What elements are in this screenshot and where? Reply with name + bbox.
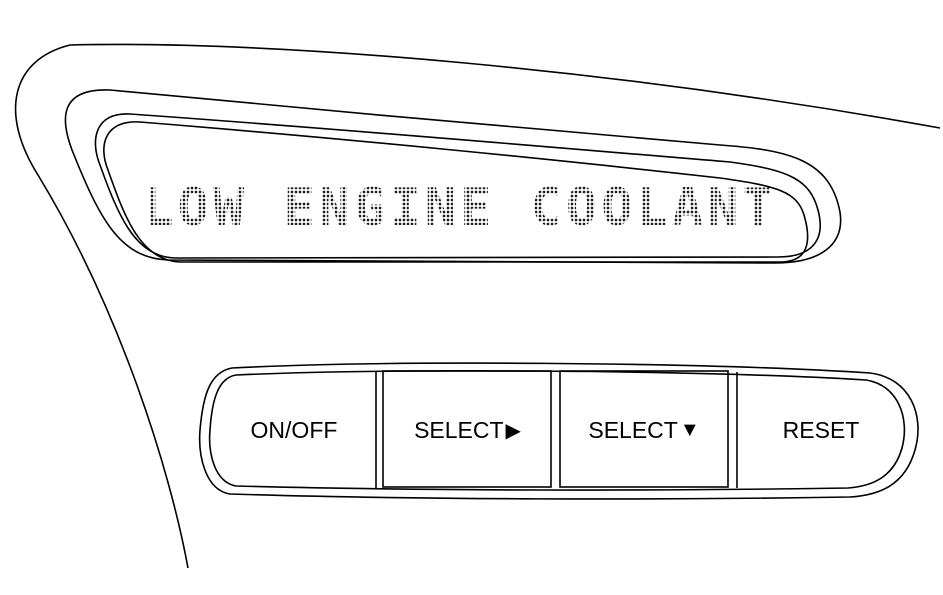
on-off-button[interactable]: ON/OFF [212, 372, 376, 488]
reset-button[interactable]: RESET [737, 372, 905, 488]
reset-label: RESET [782, 416, 860, 443]
display-bezel-middle [94, 113, 821, 259]
button-panel-outer [198, 362, 919, 500]
on-off-label: ON/OFF [250, 416, 338, 443]
display-message: LOW ENGINE COOLANT [142, 178, 778, 238]
select-down-frame [559, 370, 729, 488]
right-triangle-icon: ▶ [505, 419, 521, 442]
display-window [103, 121, 809, 263]
display-bezel-outer [64, 89, 842, 264]
select-right-frame [382, 370, 552, 488]
select-down-button[interactable]: SELECT ▼ [560, 372, 728, 488]
select-next-label: SELECT [414, 416, 504, 443]
button-panel-inner [208, 370, 906, 491]
select-down-label: SELECT [588, 416, 678, 443]
down-triangle-icon: ▼ [679, 418, 700, 441]
select-next-button[interactable]: SELECT ▶ [384, 372, 551, 488]
dashboard-outer-edge [14, 43, 941, 569]
